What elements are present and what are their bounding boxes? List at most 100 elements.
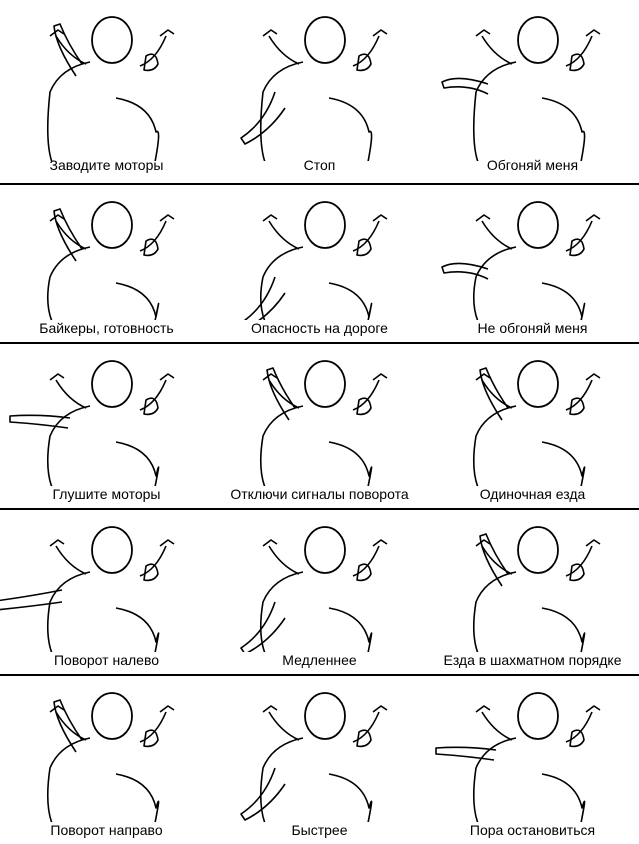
signal-label: Медленнее: [282, 652, 357, 668]
signal-arm: [266, 367, 296, 421]
signal-turn-off-turn-signals: Отключи сигналы поворота: [213, 344, 426, 508]
handlebar-left: [475, 214, 513, 250]
handlebar-left: [262, 705, 300, 741]
rider-figure-illustration: [46, 692, 175, 822]
handlebar-left: [475, 705, 513, 741]
rider-figure-illustration: [243, 201, 388, 320]
rider-figure-illustration: [441, 201, 601, 320]
signal-arm: [53, 23, 83, 77]
right-hand: [356, 563, 372, 582]
signal-row: Глушите моторы Отключи сигналы поворота …: [0, 344, 639, 510]
signal-label: Одиночная езда: [479, 486, 586, 502]
rider-figure-illustration: [240, 692, 388, 822]
helmet-head: [91, 16, 133, 64]
rider-figure-illustration: [46, 201, 175, 320]
handlebar-left: [49, 705, 87, 741]
torso: [259, 246, 373, 320]
torso: [259, 571, 373, 652]
rider-figure-illustration: [441, 16, 601, 161]
rider-figure-illustration: [435, 692, 601, 822]
signal-label: Поворот налево: [53, 652, 160, 668]
helmet-head: [304, 16, 346, 64]
signal-right-turn: Поворот направо: [0, 676, 213, 844]
torso: [259, 737, 373, 822]
signal-left-turn: Поворот налево: [0, 510, 213, 674]
right-hand: [143, 238, 159, 257]
signal-arm: [441, 262, 489, 280]
signal-label: Отключи сигналы поворота: [230, 486, 409, 502]
rider-figure-illustration: [9, 360, 175, 486]
handlebar-left: [475, 373, 513, 409]
rider-figure-illustration: [472, 526, 601, 652]
right-hand: [569, 729, 585, 748]
right-hand: [143, 53, 159, 72]
signal-arm: [240, 91, 286, 145]
signal-label: Не обгоняй меня: [477, 320, 588, 336]
helmet-head: [91, 360, 133, 408]
signal-label: Поворот направо: [50, 822, 163, 838]
handlebar-left: [49, 539, 87, 575]
torso: [46, 737, 160, 822]
torso: [46, 405, 160, 486]
right-hand: [569, 53, 585, 72]
helmet-head: [517, 526, 559, 574]
handlebar-left: [262, 373, 300, 409]
right-hand: [356, 238, 372, 257]
torso: [46, 571, 160, 652]
helmet-head: [517, 16, 559, 64]
signal-stop: Стоп: [213, 0, 426, 183]
rider-figure-illustration: [240, 16, 388, 161]
right-hand: [143, 397, 159, 416]
right-hand: [569, 563, 585, 582]
handlebar-left: [475, 29, 513, 65]
signal-row: Поворот налево Медленнее Езда в шахматно…: [0, 510, 639, 676]
signal-label: Байкеры, готовность: [39, 320, 174, 336]
handlebar-left: [262, 539, 300, 575]
signal-label: Заводите моторы: [49, 157, 164, 173]
helmet-head: [91, 692, 133, 740]
right-hand: [569, 238, 585, 257]
signal-arm: [0, 589, 63, 611]
handlebar-left: [49, 29, 87, 65]
torso: [46, 246, 160, 320]
signal-slow-down: Медленнее: [213, 510, 426, 674]
helmet-head: [517, 201, 559, 249]
signal-dont-pass: Не обгоняй меня: [426, 185, 639, 342]
handlebar-left: [262, 29, 300, 65]
signal-start-engines: Заводите моторы: [0, 0, 213, 183]
signal-label: Стоп: [303, 157, 336, 173]
signal-arm: [479, 533, 509, 587]
torso: [472, 405, 586, 486]
helmet-head: [517, 692, 559, 740]
right-hand: [356, 729, 372, 748]
signal-label: Езда в шахматном порядке: [443, 652, 622, 668]
torso: [259, 405, 373, 486]
signal-arm: [53, 699, 83, 753]
helmet-head: [304, 526, 346, 574]
signal-single-file: Одиночная езда: [426, 344, 639, 508]
handlebar-left: [262, 214, 300, 250]
torso: [472, 61, 586, 161]
signal-label: Пора остановиться: [469, 822, 596, 838]
handlebar-left: [49, 373, 87, 409]
torso: [472, 571, 586, 652]
signal-row: Заводите моторы Стоп Обгоняй меня: [0, 0, 639, 185]
signal-stop-engines: Глушите моторы: [0, 344, 213, 508]
signal-arm: [435, 746, 497, 761]
signal-time-to-stop: Пора остановиться: [426, 676, 639, 844]
right-hand: [143, 729, 159, 748]
signal-row: Поворот направо Быстрее Пора остановитьс…: [0, 676, 639, 844]
signal-arm: [9, 414, 71, 429]
signal-speed-up: Быстрее: [213, 676, 426, 844]
signal-arm: [441, 77, 489, 95]
signal-label: Обгоняй меня: [486, 157, 579, 173]
rider-figure-illustration: [0, 526, 175, 652]
signal-bikers-ready: Байкеры, готовность: [0, 185, 213, 342]
torso: [472, 737, 586, 822]
torso: [46, 61, 160, 161]
signal-arm: [243, 276, 286, 320]
signal-pass-me: Обгоняй меня: [426, 0, 639, 183]
helmet-head: [304, 692, 346, 740]
helmet-head: [91, 526, 133, 574]
